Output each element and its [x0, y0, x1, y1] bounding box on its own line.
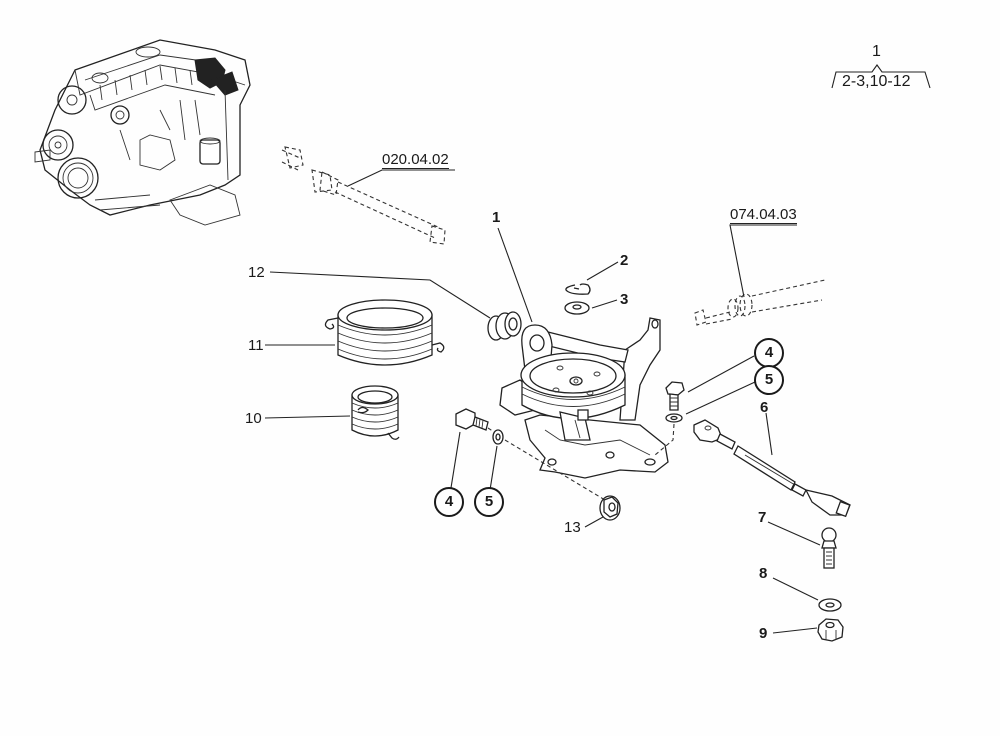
- leader-6: [765, 412, 773, 456]
- assembly-brace: [831, 64, 931, 89]
- assembly-line-right: [654, 423, 675, 456]
- leader-13: [584, 516, 604, 528]
- callout-1: 1: [492, 209, 501, 226]
- reference-074-04-03: 074.04.03: [730, 206, 797, 224]
- reference-020-04-02: 020.04.02: [382, 151, 449, 169]
- leader-7: [767, 521, 821, 546]
- leader-5a: [489, 445, 498, 491]
- leader-4b: [687, 355, 755, 393]
- leader-1: [497, 227, 533, 323]
- engine-thumbnail: [34, 39, 251, 226]
- leader-12: [269, 271, 491, 319]
- callout-2: 2: [620, 252, 629, 269]
- callout-12: 12: [248, 264, 265, 281]
- leader-2: [586, 261, 619, 281]
- part-2-circlip: [565, 283, 591, 295]
- callout-4-circled-left: 4: [434, 487, 464, 517]
- leader-8: [772, 577, 819, 601]
- part-6-adjustable-rod: [693, 419, 851, 518]
- callout-10: 10: [245, 410, 262, 427]
- leader-ref-020: [347, 169, 455, 187]
- leader-4a: [449, 431, 461, 495]
- leader-3: [591, 299, 618, 309]
- leader-5b: [685, 381, 756, 415]
- callout-6: 6: [760, 399, 769, 416]
- shaft-020-dashed: [281, 146, 446, 245]
- callout-7: 7: [758, 509, 767, 526]
- assembly-summary-bottom: 2-3,10-12: [842, 73, 911, 90]
- callout-13: 13: [564, 519, 581, 536]
- part-4-bolt-left: [455, 408, 489, 431]
- callout-11: 11: [248, 337, 264, 354]
- part-3-washer: [564, 301, 590, 315]
- callout-5-circled-right: 5: [754, 365, 784, 395]
- part-1-bracket-housing: [499, 317, 669, 479]
- part-5-washer-right: [665, 413, 683, 423]
- part-10-small-spring: [351, 385, 400, 440]
- shaft-074-dashed: [694, 279, 826, 326]
- part-13-flange-nut: [599, 495, 621, 521]
- callout-9: 9: [759, 625, 768, 642]
- part-9-nut: [817, 618, 844, 642]
- part-7-ball-stud: [821, 527, 837, 569]
- leader-10: [264, 415, 351, 419]
- part-12-bushing: [487, 311, 522, 341]
- part-8-washer: [818, 598, 842, 612]
- part-4-bolt-right: [665, 381, 685, 411]
- leader-ref-074: [729, 224, 797, 298]
- callout-4-circled-right: 4: [754, 338, 784, 368]
- callout-8: 8: [759, 565, 768, 582]
- assembly-line-left: [487, 427, 606, 501]
- part-5-washer-left: [492, 429, 504, 445]
- callout-3: 3: [620, 291, 629, 308]
- part-11-large-spring: [324, 299, 445, 366]
- leader-9: [772, 627, 818, 634]
- callout-5-circled-left: 5: [474, 487, 504, 517]
- assembly-summary-top: 1: [872, 43, 881, 60]
